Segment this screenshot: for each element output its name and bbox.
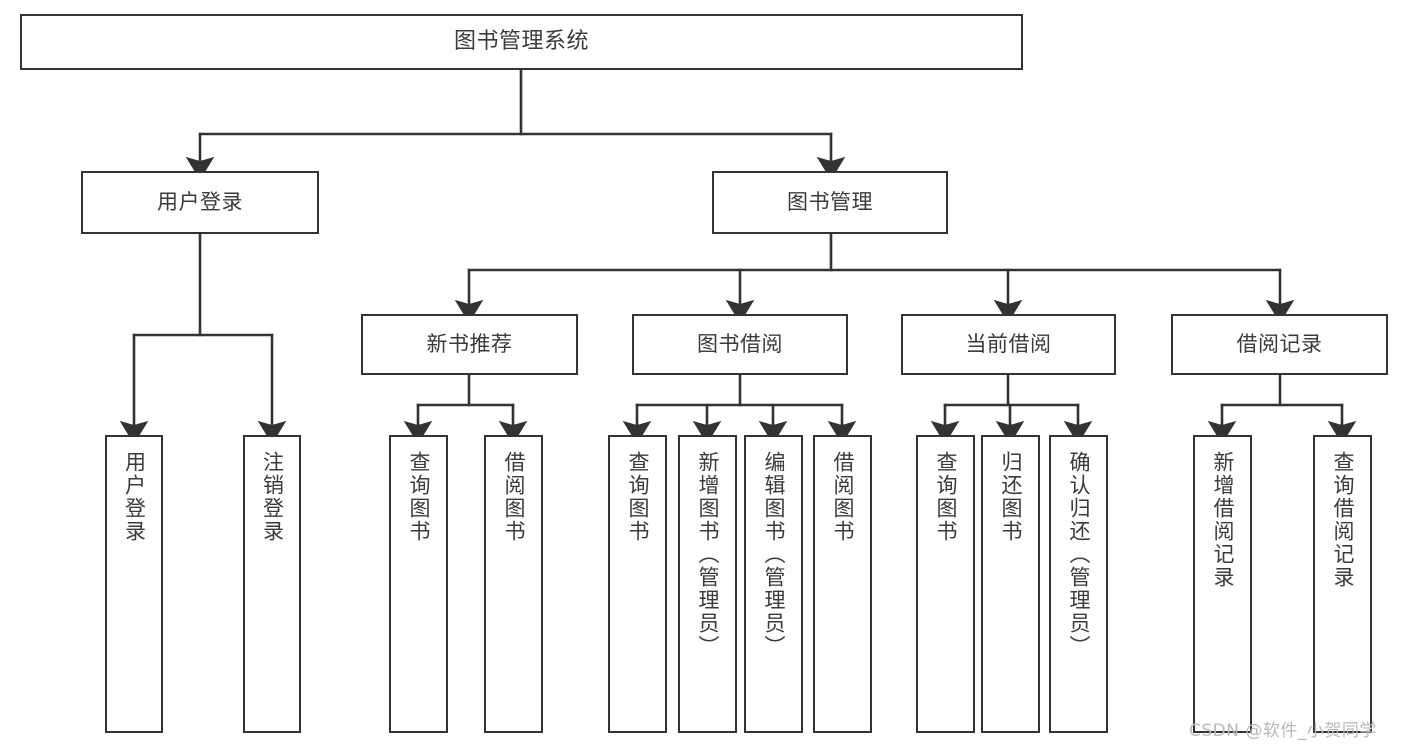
node-leaf-query-book-3-label: 查询图书 <box>934 451 958 543</box>
node-leaf-query-book-1[interactable]: 查询图书 <box>389 435 448 733</box>
node-leaf-add-record[interactable]: 新增借阅记录 <box>1193 435 1252 733</box>
node-leaf-user-logout[interactable]: 注销登录 <box>243 435 301 733</box>
csdn-watermark: CSDN @软件_小贺同学 <box>1189 721 1377 741</box>
node-leaf-borrow-book-2-label: 借阅图书 <box>831 451 855 543</box>
node-leaf-edit-book[interactable]: 编辑图书（管理员） <box>744 435 803 733</box>
node-leaf-add-record-label: 新增借阅记录 <box>1211 451 1235 589</box>
node-leaf-edit-book-label: 编辑图书（管理员） <box>762 451 786 658</box>
node-leaf-query-record[interactable]: 查询借阅记录 <box>1313 435 1372 733</box>
node-current-borrow[interactable]: 当前借阅 <box>901 314 1116 375</box>
node-leaf-query-book-2-label: 查询图书 <box>626 451 650 543</box>
node-leaf-borrow-book-1-label: 借阅图书 <box>502 451 526 543</box>
node-leaf-borrow-book-1[interactable]: 借阅图书 <box>484 435 543 733</box>
node-user-login[interactable]: 用户登录 <box>81 171 319 234</box>
node-book-manage-label: 图书管理 <box>787 190 873 215</box>
node-book-borrow-label: 图书借阅 <box>697 332 783 357</box>
node-book-manage[interactable]: 图书管理 <box>712 171 948 234</box>
node-leaf-add-book[interactable]: 新增图书（管理员） <box>678 435 737 733</box>
node-leaf-confirm-return[interactable]: 确认归还（管理员） <box>1049 435 1108 733</box>
node-root-label: 图书管理系统 <box>453 28 589 54</box>
node-current-borrow-label: 当前借阅 <box>965 332 1052 357</box>
node-leaf-query-book-3[interactable]: 查询图书 <box>916 435 975 733</box>
node-leaf-return-book-label: 归还图书 <box>999 451 1023 543</box>
node-new-book-rec-label: 新书推荐 <box>426 332 513 357</box>
node-leaf-confirm-return-label: 确认归还（管理员） <box>1067 451 1091 658</box>
node-borrow-record-label: 借阅记录 <box>1236 332 1323 357</box>
node-root[interactable]: 图书管理系统 <box>20 14 1023 70</box>
node-user-login-label: 用户登录 <box>157 190 243 215</box>
node-book-borrow[interactable]: 图书借阅 <box>632 314 848 375</box>
node-new-book-rec[interactable]: 新书推荐 <box>361 314 578 375</box>
node-leaf-user-login[interactable]: 用户登录 <box>105 435 163 733</box>
node-leaf-user-login-label: 用户登录 <box>122 451 147 543</box>
node-leaf-user-logout-label: 注销登录 <box>260 451 285 543</box>
node-leaf-return-book[interactable]: 归还图书 <box>981 435 1040 733</box>
node-leaf-query-book-1-label: 查询图书 <box>407 451 431 543</box>
node-leaf-query-record-label: 查询借阅记录 <box>1331 451 1355 589</box>
node-leaf-add-book-label: 新增图书（管理员） <box>696 451 720 658</box>
node-leaf-query-book-2[interactable]: 查询图书 <box>608 435 667 733</box>
node-leaf-borrow-book-2[interactable]: 借阅图书 <box>813 435 872 733</box>
node-borrow-record[interactable]: 借阅记录 <box>1171 314 1388 375</box>
